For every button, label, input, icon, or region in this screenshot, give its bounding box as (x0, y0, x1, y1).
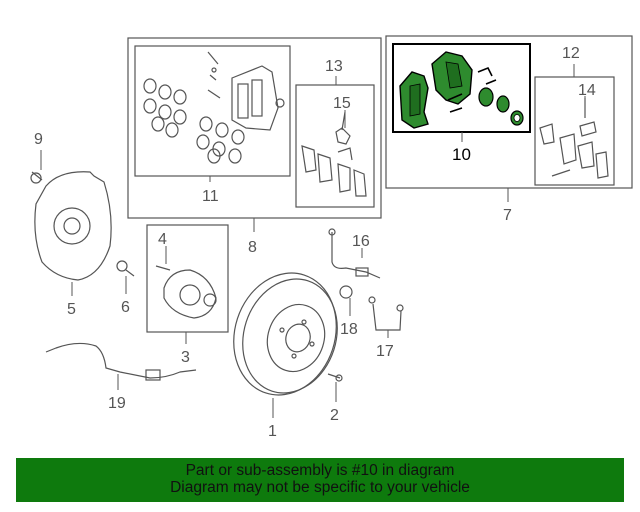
brake-hose-16-drawing (328, 228, 381, 279)
callout-9: 9 (34, 131, 43, 148)
callout-5: 5 (67, 301, 76, 318)
callout-2: 2 (330, 407, 339, 424)
screw-2-drawing (327, 373, 343, 382)
callout-15: 15 (333, 95, 351, 112)
callout-8: 8 (248, 239, 257, 256)
hub-3-drawing (155, 265, 217, 319)
box-group-13 (295, 84, 375, 208)
callout-13: 13 (325, 58, 343, 75)
pad-set-12-drawing (539, 98, 609, 179)
callout-19: 19 (108, 395, 126, 412)
callout-12: 12 (562, 45, 580, 62)
callout-17: 17 (376, 343, 394, 360)
banner-line-2: Diagram may not be specific to your vehi… (170, 479, 470, 496)
callout-7: 7 (503, 207, 512, 224)
callout-14: 14 (578, 82, 596, 99)
callout-11: 11 (202, 188, 219, 205)
callout-18: 18 (340, 321, 358, 338)
sensor-19-drawing (45, 342, 197, 381)
caliper-assembly-10-drawing (399, 51, 524, 129)
callout-16: 16 (352, 233, 370, 250)
callout-10: 10 (452, 145, 471, 164)
box-group-12 (534, 76, 615, 186)
seal-kit-drawing (143, 51, 285, 164)
bolt-6-drawing (116, 260, 135, 277)
callout-3: 3 (181, 349, 190, 366)
pad-set-13-drawing (301, 111, 367, 197)
info-banner: Part or sub-assembly is #10 in diagram D… (16, 458, 624, 502)
box-group-7 (385, 35, 633, 189)
callout-1: 1 (268, 423, 277, 440)
callout-6: 6 (121, 299, 130, 316)
leader-lines (40, 64, 586, 418)
rotor-1-drawing (233, 272, 338, 396)
box-group-11 (134, 45, 291, 177)
dust-shield-5-drawing (30, 171, 112, 281)
banner-line-1: Part or sub-assembly is #10 in diagram (185, 462, 455, 479)
callout-4: 4 (158, 231, 167, 248)
box-group-3 (146, 224, 229, 333)
